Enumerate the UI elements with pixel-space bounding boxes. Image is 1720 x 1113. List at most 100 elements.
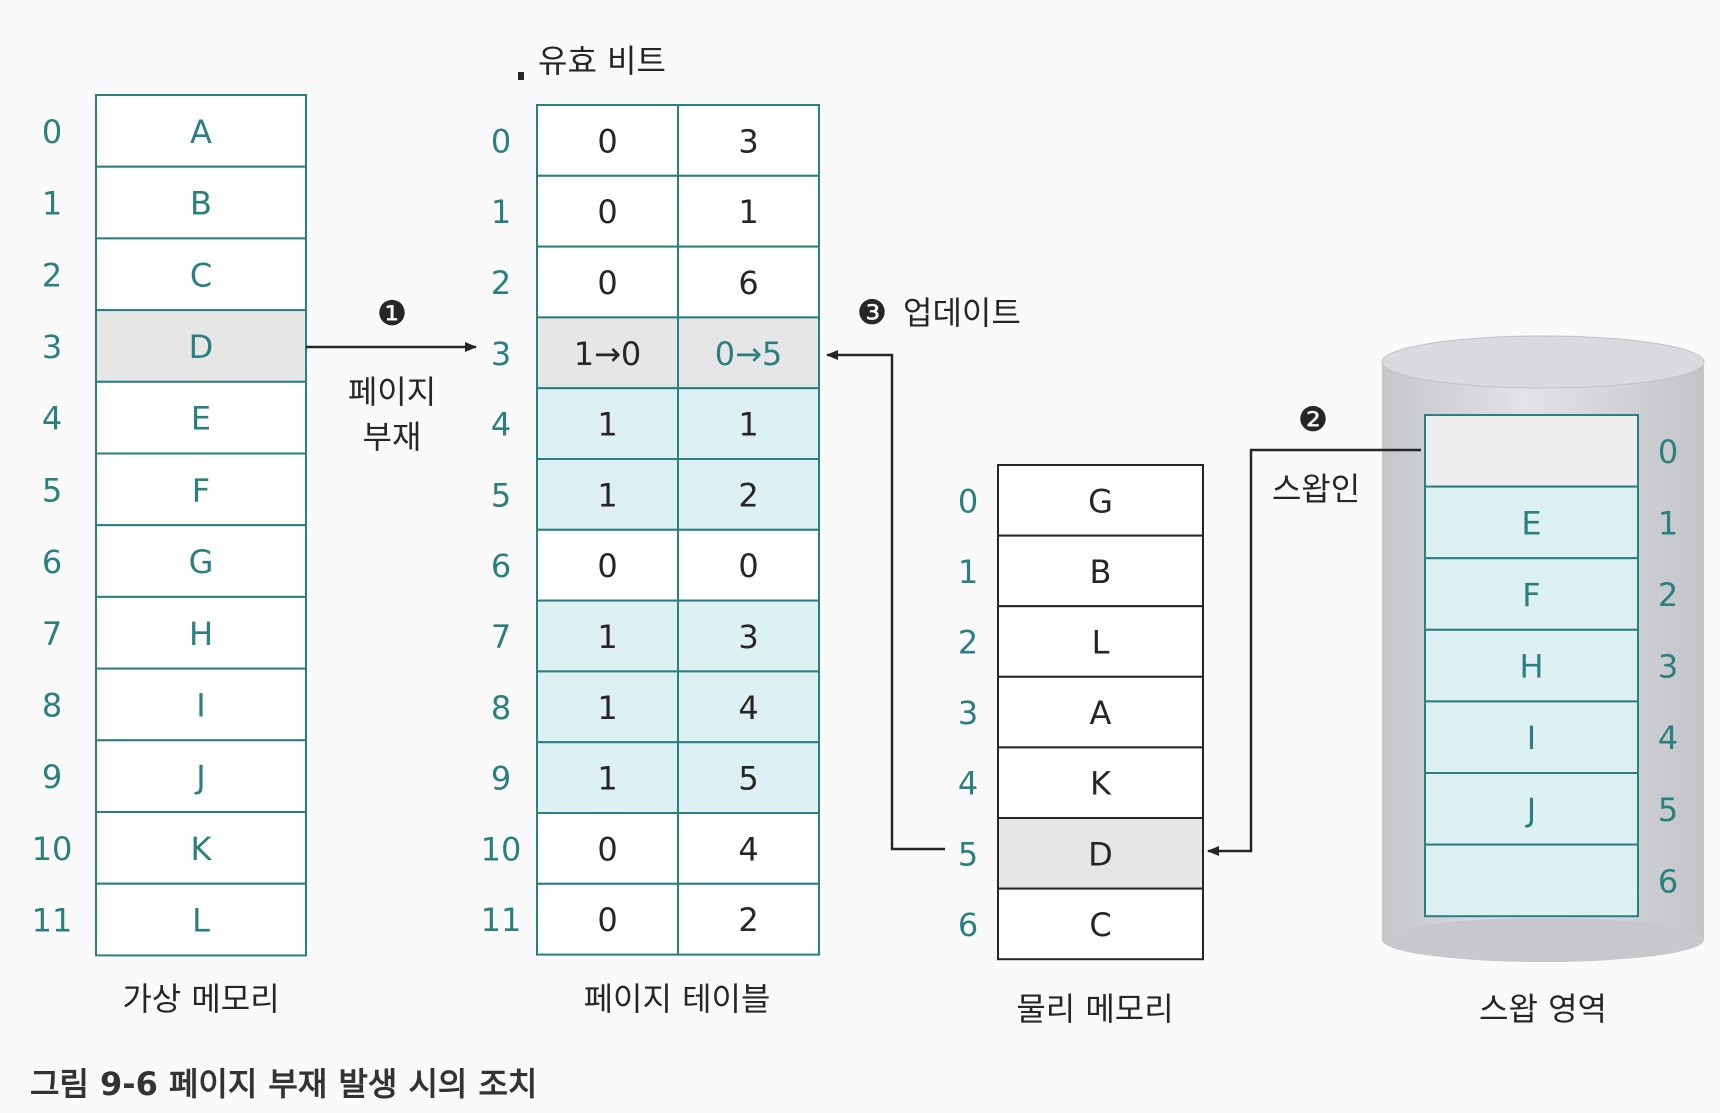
physical-memory-cell bbox=[997, 464, 1204, 537]
virtual-memory-index: 8 bbox=[42, 686, 62, 724]
page-table-frame-number: 6 bbox=[738, 264, 758, 302]
page-table-frame-cell bbox=[677, 458, 820, 531]
page-table-frame-cell bbox=[677, 245, 820, 319]
virtual-memory-index: 9 bbox=[42, 758, 62, 796]
page-table-valid-bit: 1 bbox=[597, 406, 617, 444]
physical-memory-value: B bbox=[1090, 553, 1112, 591]
page-table-frame-cell bbox=[677, 882, 820, 956]
update-arrow bbox=[826, 350, 945, 851]
virtual-memory-index: 10 bbox=[32, 830, 73, 868]
page-table-valid-cell bbox=[536, 528, 679, 602]
swap-area-index: 0 bbox=[1658, 433, 1678, 471]
page-table-index: 3 bbox=[491, 335, 511, 373]
swap-area-cell bbox=[1424, 843, 1639, 918]
page-table-valid-cell bbox=[536, 458, 679, 531]
virtual-memory-index: 0 bbox=[42, 113, 62, 151]
virtual-memory-value: E bbox=[191, 400, 211, 438]
physical-memory-index: 5 bbox=[958, 835, 978, 873]
swap-area-index: 5 bbox=[1658, 791, 1678, 829]
virtual-memory-cell bbox=[95, 667, 307, 742]
virtual-memory-cell bbox=[95, 739, 307, 813]
physical-memory-index: 2 bbox=[958, 624, 978, 662]
page-table-index: 5 bbox=[491, 476, 511, 514]
virtual-memory-cell bbox=[95, 309, 307, 383]
physical-memory-cell bbox=[997, 817, 1204, 890]
valid-bit-label: 유효 비트 bbox=[518, 42, 666, 80]
virtual-memory-value: J bbox=[194, 758, 205, 796]
page-table-label: 페이지 테이블 bbox=[584, 980, 771, 1018]
page-table-index: 7 bbox=[491, 618, 511, 656]
swap-in-arrow bbox=[1207, 448, 1421, 856]
swap-area-index: 6 bbox=[1658, 862, 1678, 900]
page-table-frame-number: 0 bbox=[738, 547, 758, 585]
page-table-frame-number: 2 bbox=[738, 476, 758, 514]
virtual-memory-label: 가상 메모리 bbox=[122, 980, 279, 1018]
step-swap-in: ❷ 스왑인 bbox=[1207, 400, 1421, 856]
physical-memory-label: 물리 메모리 bbox=[1016, 990, 1173, 1028]
virtual-memory-cell bbox=[95, 882, 307, 957]
update-label: 업데이트 bbox=[903, 294, 1021, 332]
page-table-frame-number: 3 bbox=[738, 618, 758, 656]
physical-memory-cell bbox=[997, 534, 1204, 608]
page-table-frame-number: 1 bbox=[738, 406, 758, 444]
page-table-valid-bit: 1 bbox=[597, 760, 617, 798]
page-table-valid-cell bbox=[536, 387, 679, 461]
page-table-valid-cell bbox=[536, 245, 679, 319]
swap-area-cell bbox=[1424, 557, 1639, 631]
virtual-memory-index: 1 bbox=[42, 185, 62, 223]
swap-area-label: 스왑 영역 bbox=[1479, 990, 1607, 1028]
virtual-memory-value: F bbox=[192, 471, 210, 509]
page-table-valid-bit: 1 bbox=[597, 476, 617, 514]
page-table-valid-bit: 0 bbox=[597, 264, 617, 302]
virtual-memory-value: A bbox=[190, 113, 212, 151]
virtual-memory-value: L bbox=[192, 902, 210, 940]
physical-memory-cell bbox=[997, 675, 1204, 749]
page-table-valid-bit: 0 bbox=[597, 122, 617, 160]
page-table-frame-cell bbox=[677, 316, 820, 390]
page-table-valid-bit: 1→0 bbox=[574, 335, 642, 373]
page-table-valid-bit: 0 bbox=[597, 901, 617, 939]
swap-area-value: J bbox=[1525, 791, 1536, 829]
page-table-frame-cell bbox=[677, 812, 820, 885]
virtual-memory-cell bbox=[95, 237, 307, 312]
physical-memory-cell bbox=[997, 887, 1204, 961]
page-table-frame-number: 1 bbox=[738, 193, 758, 231]
virtual-memory-cell bbox=[95, 165, 307, 240]
swap-area-cell bbox=[1424, 628, 1639, 703]
page-table-valid-bit: 1 bbox=[597, 618, 617, 656]
page-table-valid-cell bbox=[536, 316, 679, 390]
swap-area-cell bbox=[1424, 772, 1639, 846]
page-table-frame-number: 4 bbox=[738, 689, 758, 727]
page-table-index: 10 bbox=[481, 830, 522, 868]
page-table-frame-number: 3 bbox=[738, 122, 758, 160]
page-table-index: 8 bbox=[491, 689, 511, 727]
virtual-memory-cell bbox=[95, 94, 307, 168]
physical-memory-cell bbox=[997, 746, 1204, 820]
step2-marker: ❷ bbox=[1298, 400, 1328, 440]
virtual-memory-value: H bbox=[189, 615, 213, 653]
virtual-memory-index: 4 bbox=[42, 400, 62, 438]
step-page-fault: ❶ 페이지 부재 bbox=[306, 294, 477, 456]
physical-memory-value: A bbox=[1090, 694, 1112, 732]
virtual-memory-index: 11 bbox=[32, 902, 73, 940]
swap-area-value: H bbox=[1519, 648, 1543, 686]
physical-memory-value: D bbox=[1088, 835, 1113, 873]
swap-area-index: 2 bbox=[1658, 576, 1678, 614]
virtual-memory-index: 2 bbox=[42, 256, 62, 294]
swap-area-cell bbox=[1424, 485, 1639, 560]
swap-area-index: 4 bbox=[1658, 719, 1678, 757]
physical-memory-index: 0 bbox=[958, 482, 978, 520]
page-table-frame-cell bbox=[677, 528, 820, 602]
physical-memory-value: C bbox=[1089, 906, 1111, 944]
page-table-valid-bit: 1 bbox=[597, 689, 617, 727]
page-table-frame-number: 5 bbox=[738, 760, 758, 798]
virtual-memory-index: 5 bbox=[42, 471, 62, 509]
virtual-memory-index: 6 bbox=[42, 543, 62, 581]
virtual-memory-index: 3 bbox=[42, 328, 62, 366]
page-fault-label-line1: 페이지 bbox=[348, 373, 436, 411]
page-table-index: 9 bbox=[491, 760, 511, 798]
